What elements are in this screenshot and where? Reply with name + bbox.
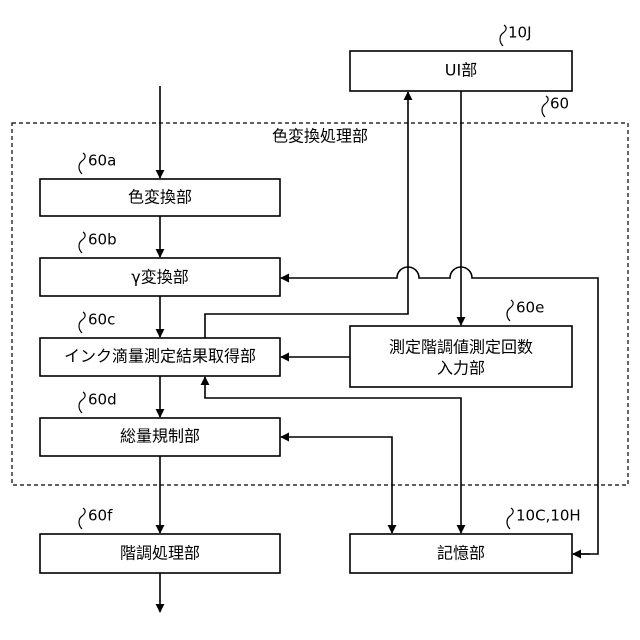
frame-ref-leader (542, 96, 548, 117)
total-limit-label: 総量規制部 (120, 427, 200, 446)
gamma-conversion-label: γ変換部 (131, 268, 188, 287)
measurement-count-input-label-line1: 測定階調値測定回数 (389, 338, 533, 357)
total-limit-ref-leader (79, 392, 85, 413)
halftone-ref-leader (79, 508, 85, 529)
halftone-label: 階調処理部 (120, 544, 200, 563)
ink-measurement-ref-leader (79, 312, 85, 333)
gamma-conversion-ref-leader (79, 232, 85, 253)
color-conversion-label: 色変換部 (128, 188, 192, 207)
measurement-count-input-box (350, 326, 572, 387)
color-conversion-ref: 60a (88, 152, 116, 170)
ink-measurement-ref: 60c (88, 311, 115, 329)
gamma-conversion-ref: 60b (88, 231, 117, 249)
storage-ref: 10C,10H (516, 507, 581, 525)
ui-ref-leader (500, 25, 506, 46)
total-limit-ref: 60d (88, 391, 117, 409)
ui-ref: 10J (508, 24, 532, 42)
halftone-ref: 60f (88, 507, 113, 525)
measurement-count-input-ref: 60e (516, 299, 544, 317)
ink-measurement-label: インク滴量測定結果取得部 (64, 347, 256, 366)
storage-ref-leader (507, 508, 513, 529)
measurement-count-input-label-line2: 入力部 (437, 359, 485, 378)
ui-unit-label: UI部 (445, 61, 477, 80)
color-conversion-ref-leader (79, 153, 85, 174)
frame-ref: 60 (550, 95, 569, 113)
storage-label: 記憶部 (437, 544, 485, 563)
color-processing-frame-label: 色変換処理部 (272, 127, 368, 146)
measurement-count-input-ref-leader (507, 300, 513, 321)
